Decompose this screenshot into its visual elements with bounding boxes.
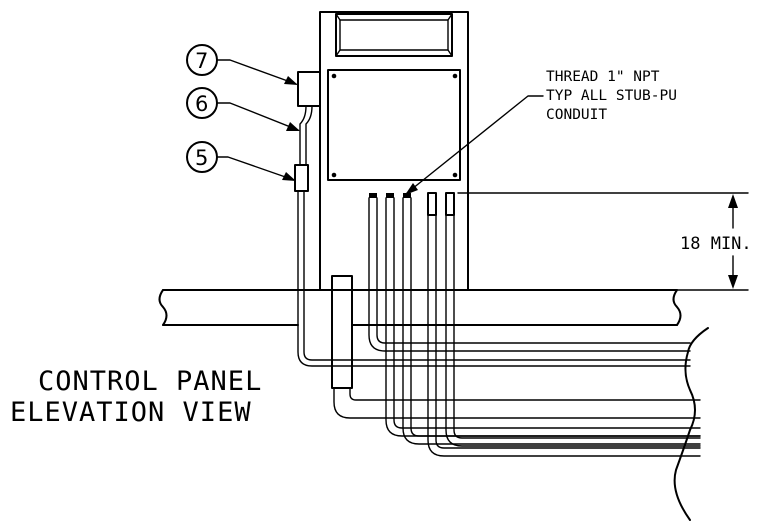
junction-box	[297, 71, 321, 107]
callout-5: 5	[186, 141, 296, 181]
dimension-arrow-down-icon	[728, 275, 738, 289]
callout-6: 6	[186, 87, 300, 131]
dimension-arrow-up-icon	[728, 194, 738, 208]
dimension-label: 18 MIN.	[680, 234, 752, 254]
note-leader: THREAD 1" NPT TYP ALL STUB-PU CONDUIT	[405, 69, 677, 195]
conduit-sleeve	[331, 275, 701, 419]
door-bolts	[331, 73, 458, 178]
stub-up-conduits	[368, 192, 701, 457]
display-window-inner	[339, 19, 449, 51]
callout-7-arrow-icon	[284, 76, 298, 85]
view-title: CONTROL PANEL ELEVATION VIEW	[10, 366, 262, 428]
conduit-fitting	[294, 164, 309, 192]
title-line-1: CONTROL PANEL	[38, 366, 262, 397]
trench-break-line	[673, 327, 709, 521]
dimension-18-min: 18 MIN.	[457, 192, 752, 291]
leader-arrow-icon	[405, 183, 418, 195]
note-line-3: CONDUIT	[546, 107, 607, 123]
callout-6-arrow-icon	[286, 122, 300, 131]
callout-7-number: 7	[195, 49, 208, 73]
control-door-panel	[327, 69, 461, 181]
note-line-2: TYP ALL STUB-PU	[546, 88, 677, 104]
side-conduit	[294, 71, 691, 367]
grade-surface	[158, 289, 682, 326]
title-line-2: ELEVATION VIEW	[10, 397, 252, 428]
callout-5-arrow-icon	[282, 172, 296, 181]
callout-5-number: 5	[195, 146, 208, 170]
note-line-1: THREAD 1" NPT	[546, 69, 660, 85]
display-window-outer	[335, 13, 453, 57]
callout-6-number: 6	[195, 92, 208, 116]
callout-7: 7	[186, 44, 298, 85]
